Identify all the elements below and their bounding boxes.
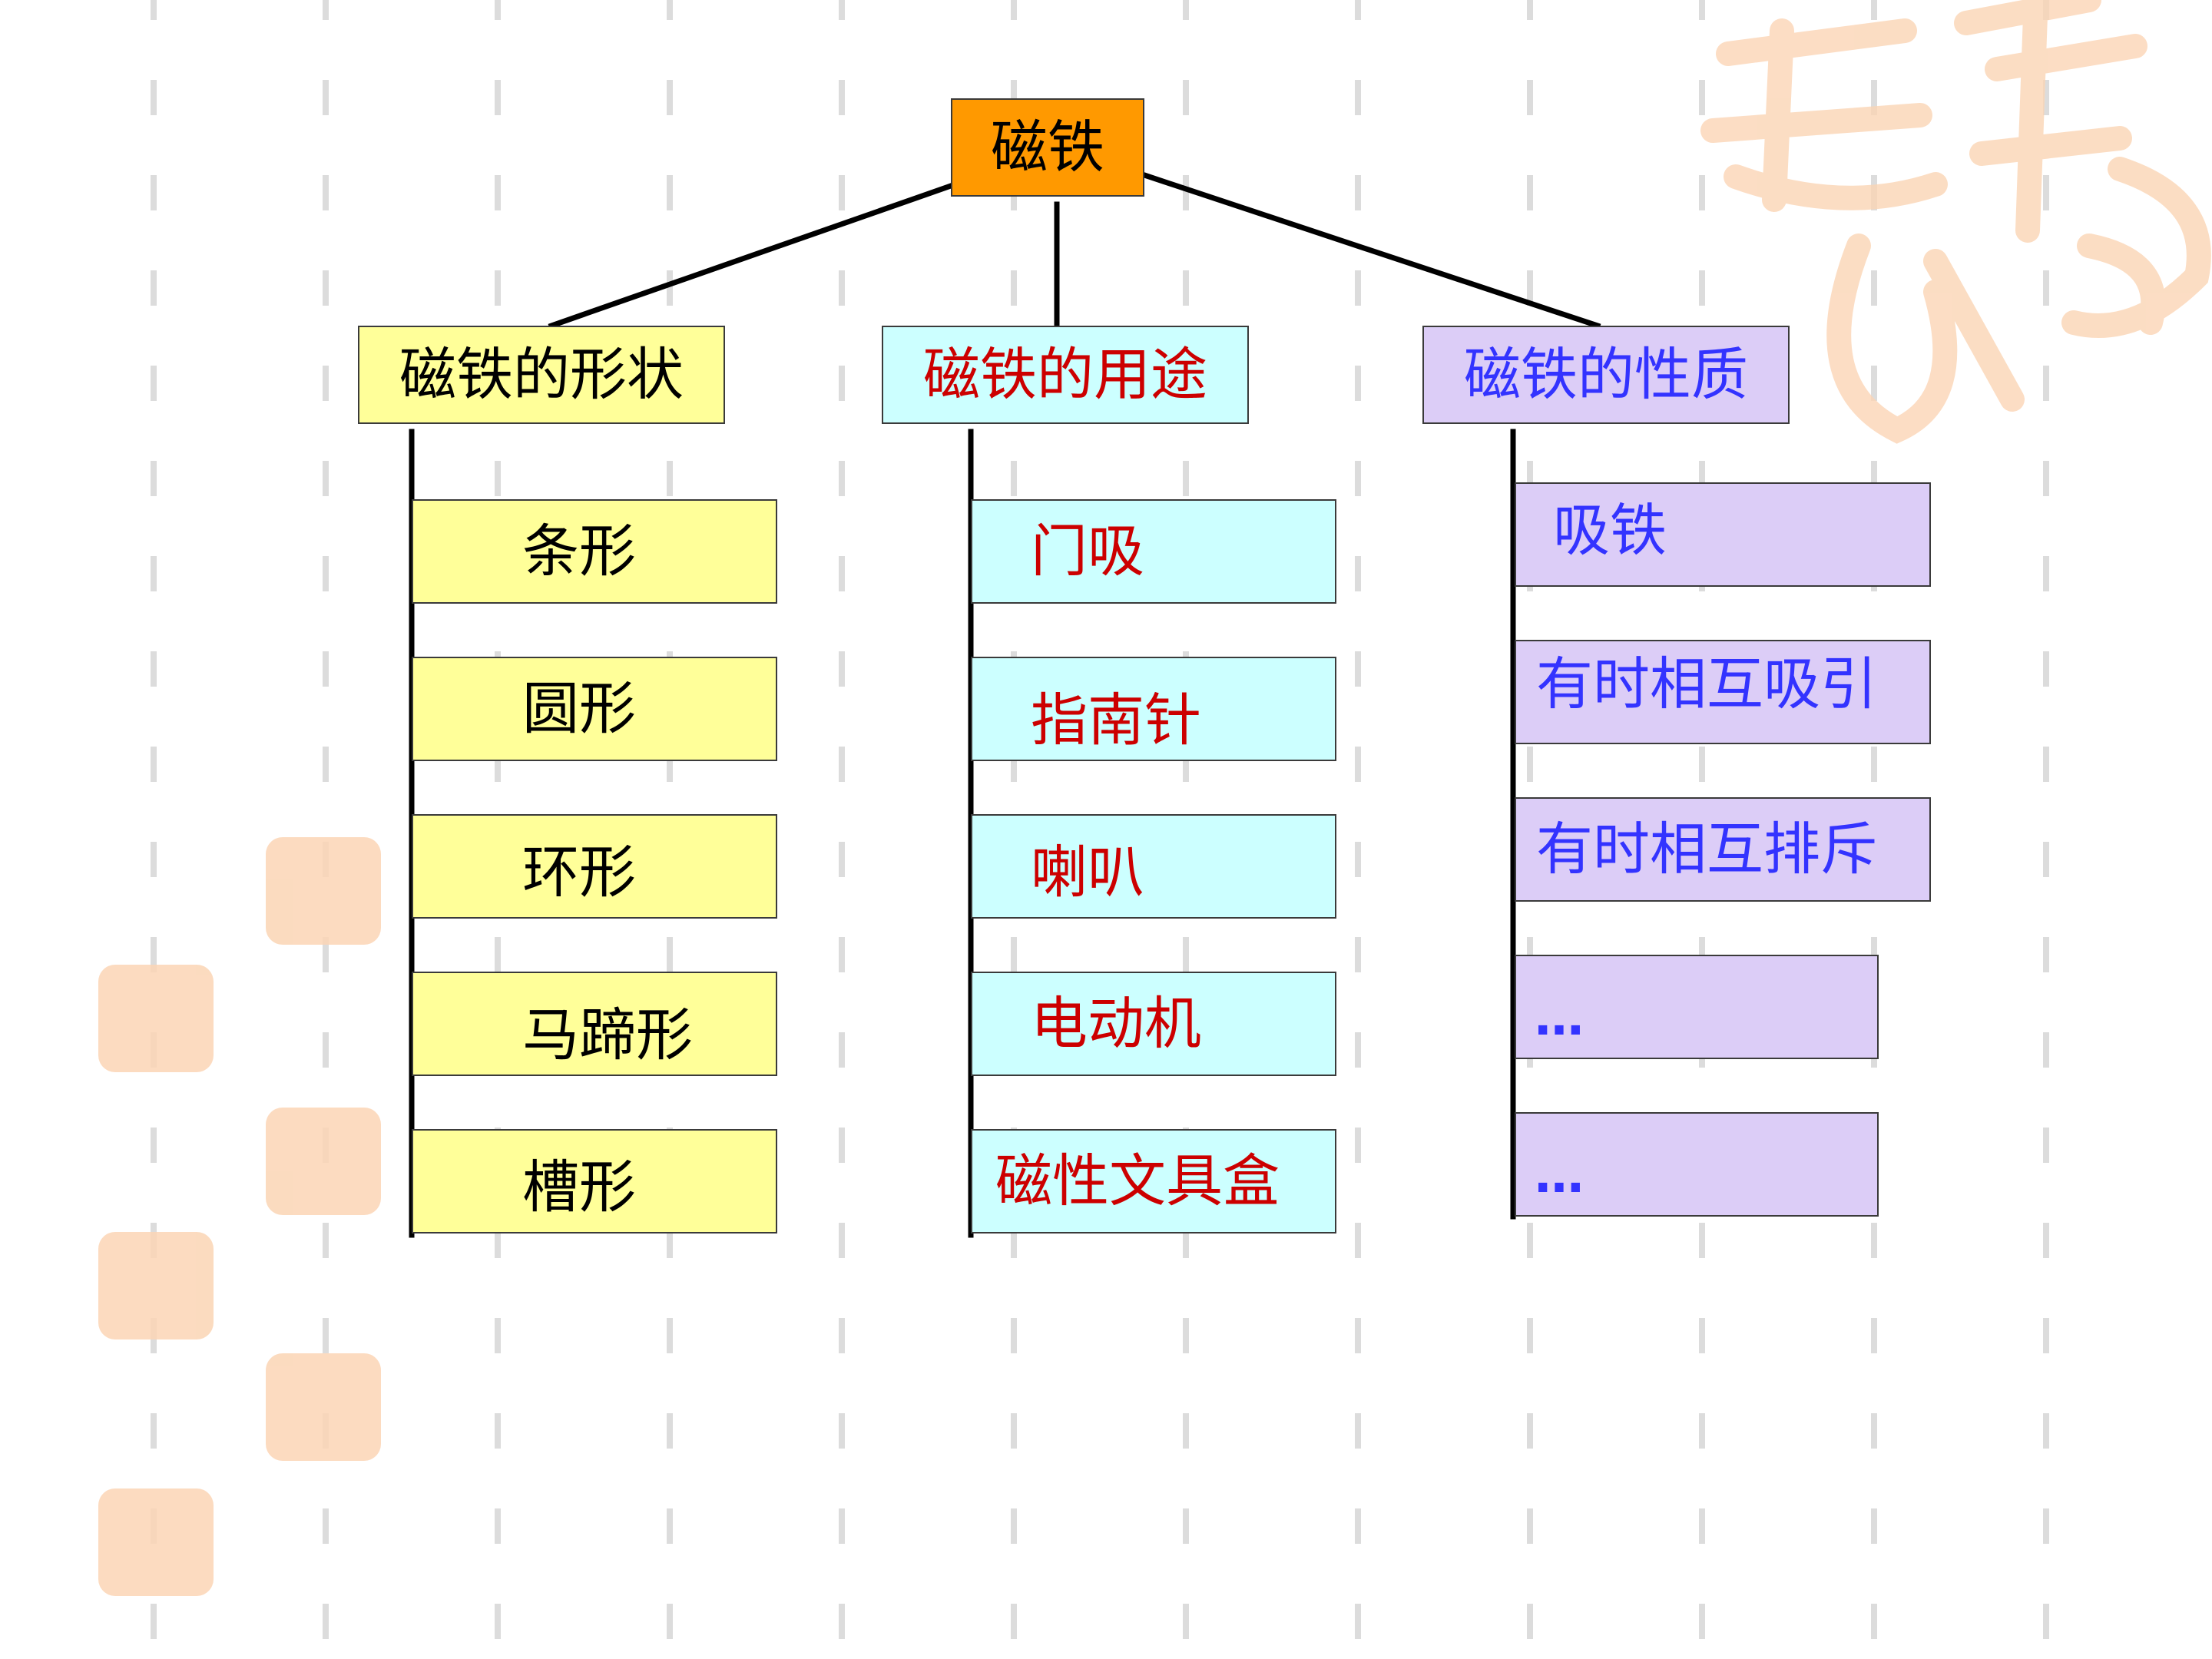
seal-watermarks-small bbox=[98, 837, 381, 1596]
property-item-label: 吸铁 bbox=[1553, 498, 1667, 564]
use-item: 门吸 bbox=[971, 499, 1336, 604]
use-item: 喇叭 bbox=[971, 814, 1336, 919]
seal-icon bbox=[266, 837, 381, 945]
use-item: 电动机 bbox=[971, 972, 1336, 1076]
seal-icon bbox=[98, 1232, 214, 1339]
branch-shapes-label: 磁铁的形状 bbox=[399, 342, 684, 408]
connector-root-properties bbox=[1141, 171, 1601, 329]
use-item-label: 喇叭 bbox=[1031, 839, 1144, 906]
property-item: 有时相互排斥 bbox=[1515, 797, 1931, 902]
root-node: 磁铁 bbox=[951, 98, 1144, 197]
use-item: 指南针 bbox=[971, 657, 1336, 761]
shape-item: 槽形 bbox=[412, 1129, 777, 1233]
use-item: 磁性文具盒 bbox=[971, 1129, 1336, 1233]
shape-item-label: 环形 bbox=[522, 839, 636, 906]
branch-shapes: 磁铁的形状 bbox=[358, 326, 725, 424]
use-item-label: 磁性文具盒 bbox=[995, 1148, 1280, 1214]
property-item-label: 有时相互排斥 bbox=[1536, 816, 1877, 882]
branch-uses: 磁铁的用途 bbox=[882, 326, 1249, 424]
seal-icon bbox=[98, 965, 214, 1072]
property-item-label: … bbox=[1535, 990, 1584, 1047]
shape-item-label: 槽形 bbox=[522, 1154, 636, 1220]
shape-item-label: 条形 bbox=[522, 518, 636, 584]
branch-uses-label: 磁铁的用途 bbox=[923, 342, 1207, 408]
connector-root-shapes bbox=[548, 182, 955, 329]
seal-icon bbox=[98, 1488, 214, 1596]
property-item: … bbox=[1515, 955, 1879, 1059]
branch-properties-label: 磁铁的性质 bbox=[1464, 342, 1748, 408]
root-label: 磁铁 bbox=[991, 114, 1104, 180]
shape-item: 圆形 bbox=[412, 657, 777, 761]
seal-icon bbox=[266, 1353, 381, 1461]
property-item-label: … bbox=[1535, 1147, 1584, 1204]
shape-item-label: 圆形 bbox=[522, 676, 636, 742]
shape-item: 条形 bbox=[412, 499, 777, 604]
property-item: 吸铁 bbox=[1515, 482, 1931, 587]
seal-icon bbox=[266, 1108, 381, 1215]
property-item: … bbox=[1515, 1112, 1879, 1217]
shape-item: 环形 bbox=[412, 814, 777, 919]
seal-watermark-large bbox=[1700, 0, 2211, 444]
property-item: 有时相互吸引 bbox=[1515, 640, 1931, 744]
property-item-label: 有时相互吸引 bbox=[1536, 651, 1877, 717]
use-item-label: 指南针 bbox=[1031, 687, 1201, 753]
shape-item: 马蹄形 bbox=[412, 972, 777, 1076]
use-item-label: 门吸 bbox=[1031, 518, 1144, 584]
branch-properties: 磁铁的性质 bbox=[1422, 326, 1790, 424]
shape-item-label: 马蹄形 bbox=[522, 1002, 693, 1068]
use-item-label: 电动机 bbox=[1031, 991, 1201, 1057]
